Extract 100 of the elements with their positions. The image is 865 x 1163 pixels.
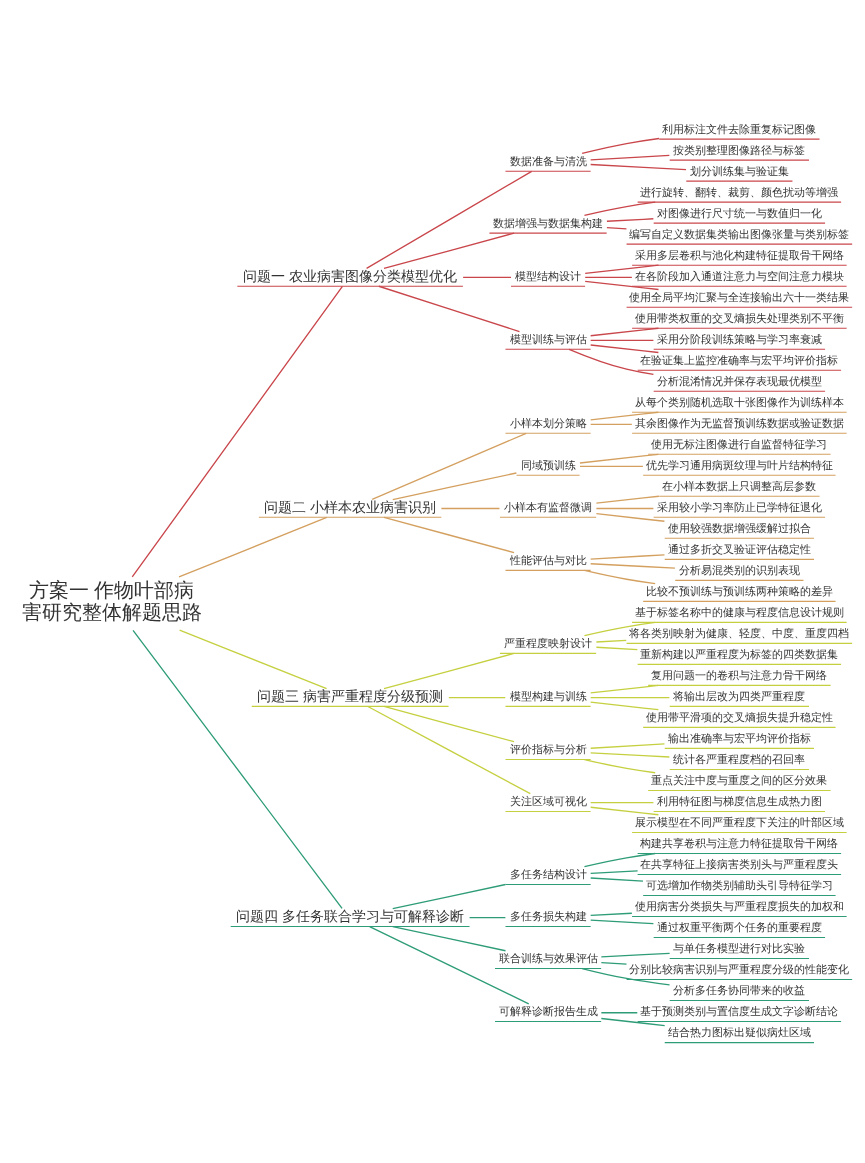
connector	[583, 569, 656, 584]
connector	[581, 137, 660, 154]
node-text: 分析易混类别的识别表现	[678, 563, 800, 577]
connector	[581, 967, 671, 986]
connector	[568, 348, 655, 375]
node-text: 优先学习通用病斑纹理与叶片结构特征	[645, 458, 833, 472]
connector	[584, 280, 660, 290]
connector	[378, 285, 521, 332]
node-text: 基于预测类别与置信度生成文字诊断结论	[640, 1004, 839, 1018]
connector	[606, 217, 655, 222]
connector	[178, 516, 328, 578]
node-text: 复用问题一的卷积与注意力骨干网络	[651, 668, 828, 682]
node-text: 其余图像作为无监督预训练数据或验证数据	[634, 416, 844, 430]
connector	[595, 495, 660, 504]
node-text: 通过多折交叉验证评估稳定性	[667, 542, 811, 556]
connector	[583, 758, 656, 773]
connector	[371, 432, 527, 500]
node-text: 多任务损失构建	[509, 909, 587, 923]
connector	[590, 154, 671, 161]
node-text: 模型构建与训练	[509, 689, 587, 703]
connector	[583, 852, 656, 867]
connector	[590, 751, 671, 758]
node-text: 使用带平滑项的交叉熵损失提升稳定性	[645, 710, 833, 724]
connector	[590, 801, 655, 803]
node-text: 在共享特征上接病害类别头与严重程度头	[640, 857, 839, 871]
node-text: 与单任务模型进行对比实验	[673, 941, 806, 955]
connector	[383, 652, 515, 689]
connector	[583, 621, 656, 636]
connector	[600, 1017, 666, 1026]
connector	[590, 562, 676, 569]
node-text: 数据增强与数据集构建	[493, 216, 604, 230]
connector	[365, 170, 533, 269]
node-text: 严重程度映射设计	[504, 636, 593, 650]
node-text: 问题四 多任务联合学习与可解释诊断	[235, 907, 465, 924]
connector	[584, 264, 660, 274]
node-text: 在各阶段加入通道注意力与空间注意力模块	[634, 269, 844, 283]
connector	[590, 696, 671, 698]
node-text: 使用较强数据增强缓解过拟合	[667, 521, 811, 535]
node-text: 关注区域可视化	[509, 794, 587, 808]
node-text: 结合热力图标出疑似病灶区域	[667, 1025, 811, 1039]
connector	[579, 465, 644, 467]
connector	[590, 553, 666, 560]
connector	[383, 705, 515, 742]
node-text: 按类别整理图像路径与标签	[673, 143, 806, 157]
node-text: 评价指标与分析	[509, 742, 587, 756]
node-text: 展示模型在不同严重程度下关注的叶部区域	[634, 815, 844, 829]
connector	[368, 925, 530, 1005]
node-text: 分析多任务协同带来的收益	[673, 983, 806, 997]
connector	[590, 423, 633, 425]
node-text: 采用多层卷积与池化构建特征提取骨干网络	[634, 248, 844, 262]
node-text: 划分训练集与验证集	[689, 164, 789, 178]
node-text: 对图像进行尺寸统一与数值归一化	[656, 206, 822, 220]
node-text: 采用较小学习率防止已学特征退化	[656, 500, 822, 514]
connector	[595, 512, 666, 522]
node-text: 联合训练与效果评估	[498, 951, 598, 965]
node-text: 输出准确率与宏平均评价指标	[667, 731, 811, 745]
connector	[462, 276, 512, 278]
connector	[590, 327, 660, 336]
node-text: 重新构建以严重程度为标签的四类数据集	[640, 647, 839, 661]
node-text: 使用带类权重的交叉熵损失处理类别不平衡	[634, 311, 844, 325]
node-text: 问题二 小样本农业病害识别	[263, 498, 437, 515]
connector	[600, 1011, 638, 1013]
connector	[595, 639, 627, 643]
connector	[131, 285, 344, 578]
connector	[392, 471, 518, 500]
connector	[583, 201, 656, 216]
connector	[590, 343, 660, 353]
node-text: 将输出层改为四类严重程度	[673, 689, 806, 703]
node-text: 模型训练与评估	[509, 332, 587, 346]
connector	[590, 912, 633, 916]
node-text: 重点关注中度与重度之间的区分效果	[651, 773, 828, 787]
node-text: 构建共享卷积与注意力特征提取骨干网络	[640, 836, 839, 850]
node-text: 编写自定义数据集类输出图像张量与类别标签	[629, 227, 850, 241]
connector	[468, 916, 507, 918]
connector	[367, 705, 531, 794]
node-text: 进行旋转、翻转、裁剪、颜色扰动等增强	[640, 185, 839, 199]
node-text: 可解释诊断报告生成	[498, 1004, 598, 1018]
connector	[584, 276, 633, 278]
node-text: 方案一 作物叶部病害研究整体解题思路	[21, 578, 202, 623]
connector	[600, 952, 671, 958]
connector	[590, 806, 660, 815]
connector	[590, 742, 666, 749]
node-text: 小样本有监督微调	[504, 500, 593, 514]
node-text: 同域预训练	[520, 458, 576, 472]
connector	[392, 883, 507, 909]
node-text: 数据准备与清洗	[509, 154, 587, 168]
node-text: 从每个类别随机选取十张图像作为训练样本	[634, 395, 844, 409]
node-text: 模型结构设计	[515, 269, 582, 283]
connector	[590, 163, 687, 170]
node-text: 使用全局平均汇聚与全连接输出六十一类结果	[629, 290, 850, 304]
connector	[383, 232, 515, 269]
node-text: 小样本划分策略	[509, 416, 587, 430]
node-text: 在小样本数据上只调整高层参数	[662, 479, 817, 493]
connector	[132, 629, 343, 909]
node-text: 在验证集上监控准确率与宏平均评价指标	[640, 353, 839, 367]
connector	[579, 453, 660, 464]
node-text: 通过权重平衡两个任务的重要程度	[656, 920, 822, 934]
connector	[590, 684, 660, 694]
node-text: 利用特征图与梯度信息生成热力图	[656, 794, 822, 808]
node-text: 分别比较病害识别与严重程度分级的性能变化	[629, 962, 850, 976]
